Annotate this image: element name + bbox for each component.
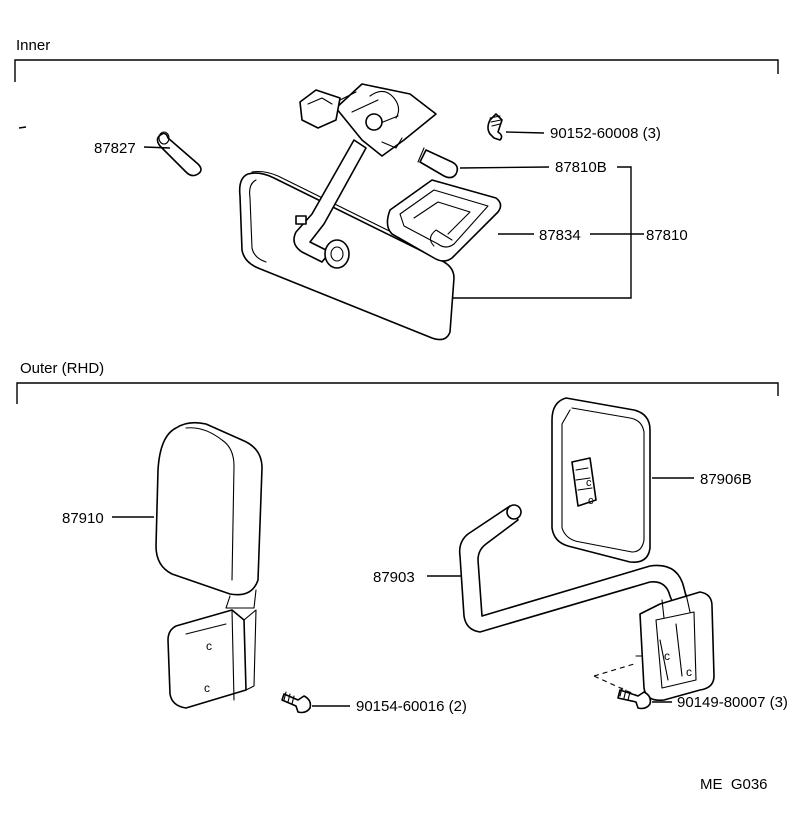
outer-mirror-87906b: c c bbox=[551, 397, 651, 564]
clip-mark: c bbox=[206, 639, 212, 653]
label-87827: 87827 bbox=[94, 140, 136, 157]
section-title-inner: Inner bbox=[16, 37, 50, 54]
label-87810: 87810 bbox=[646, 227, 688, 244]
outer-mirror-87910: c c bbox=[155, 421, 263, 709]
bolt-90149 bbox=[617, 687, 652, 710]
stray-mark bbox=[18, 126, 27, 129]
bulb-87810b bbox=[417, 147, 459, 179]
screw-90152 bbox=[487, 113, 503, 141]
section-title-outer: Outer (RHD) bbox=[20, 360, 104, 377]
leader-90152 bbox=[505, 131, 545, 134]
figure-code: ME G036 bbox=[700, 776, 768, 793]
label-90152: 90152-60008 (3) bbox=[550, 125, 661, 142]
section-bracket-outer bbox=[16, 382, 779, 404]
clip-mark: c bbox=[586, 477, 592, 489]
label-87910: 87910 bbox=[62, 510, 104, 527]
lens-87834 bbox=[386, 179, 502, 262]
leader-87827 bbox=[143, 146, 171, 149]
label-90149: 90149-80007 (3) bbox=[677, 694, 788, 711]
label-90154: 90154-60016 (2) bbox=[356, 698, 467, 715]
pin-87827 bbox=[156, 131, 202, 177]
section-bracket-inner bbox=[14, 59, 779, 82]
label-87810b: 87810B bbox=[555, 159, 607, 176]
leader-87810b bbox=[459, 166, 550, 169]
alignment-dash bbox=[593, 663, 639, 697]
clip-mark: c bbox=[588, 495, 594, 507]
bolt-90154 bbox=[281, 691, 312, 714]
inner-mirror-stay bbox=[293, 139, 367, 269]
inner-mirror-mount bbox=[299, 83, 437, 157]
label-87903: 87903 bbox=[373, 569, 415, 586]
outer-stay-87903 bbox=[458, 504, 689, 633]
bracket-87810 bbox=[452, 166, 644, 299]
label-87906b: 87906B bbox=[700, 471, 752, 488]
clip-mark: c bbox=[664, 649, 670, 663]
clip-mark: c bbox=[204, 681, 210, 695]
clip-mark: c bbox=[686, 665, 692, 679]
label-87834: 87834 bbox=[539, 227, 581, 244]
outer-mount-bracket: c c bbox=[635, 591, 715, 702]
